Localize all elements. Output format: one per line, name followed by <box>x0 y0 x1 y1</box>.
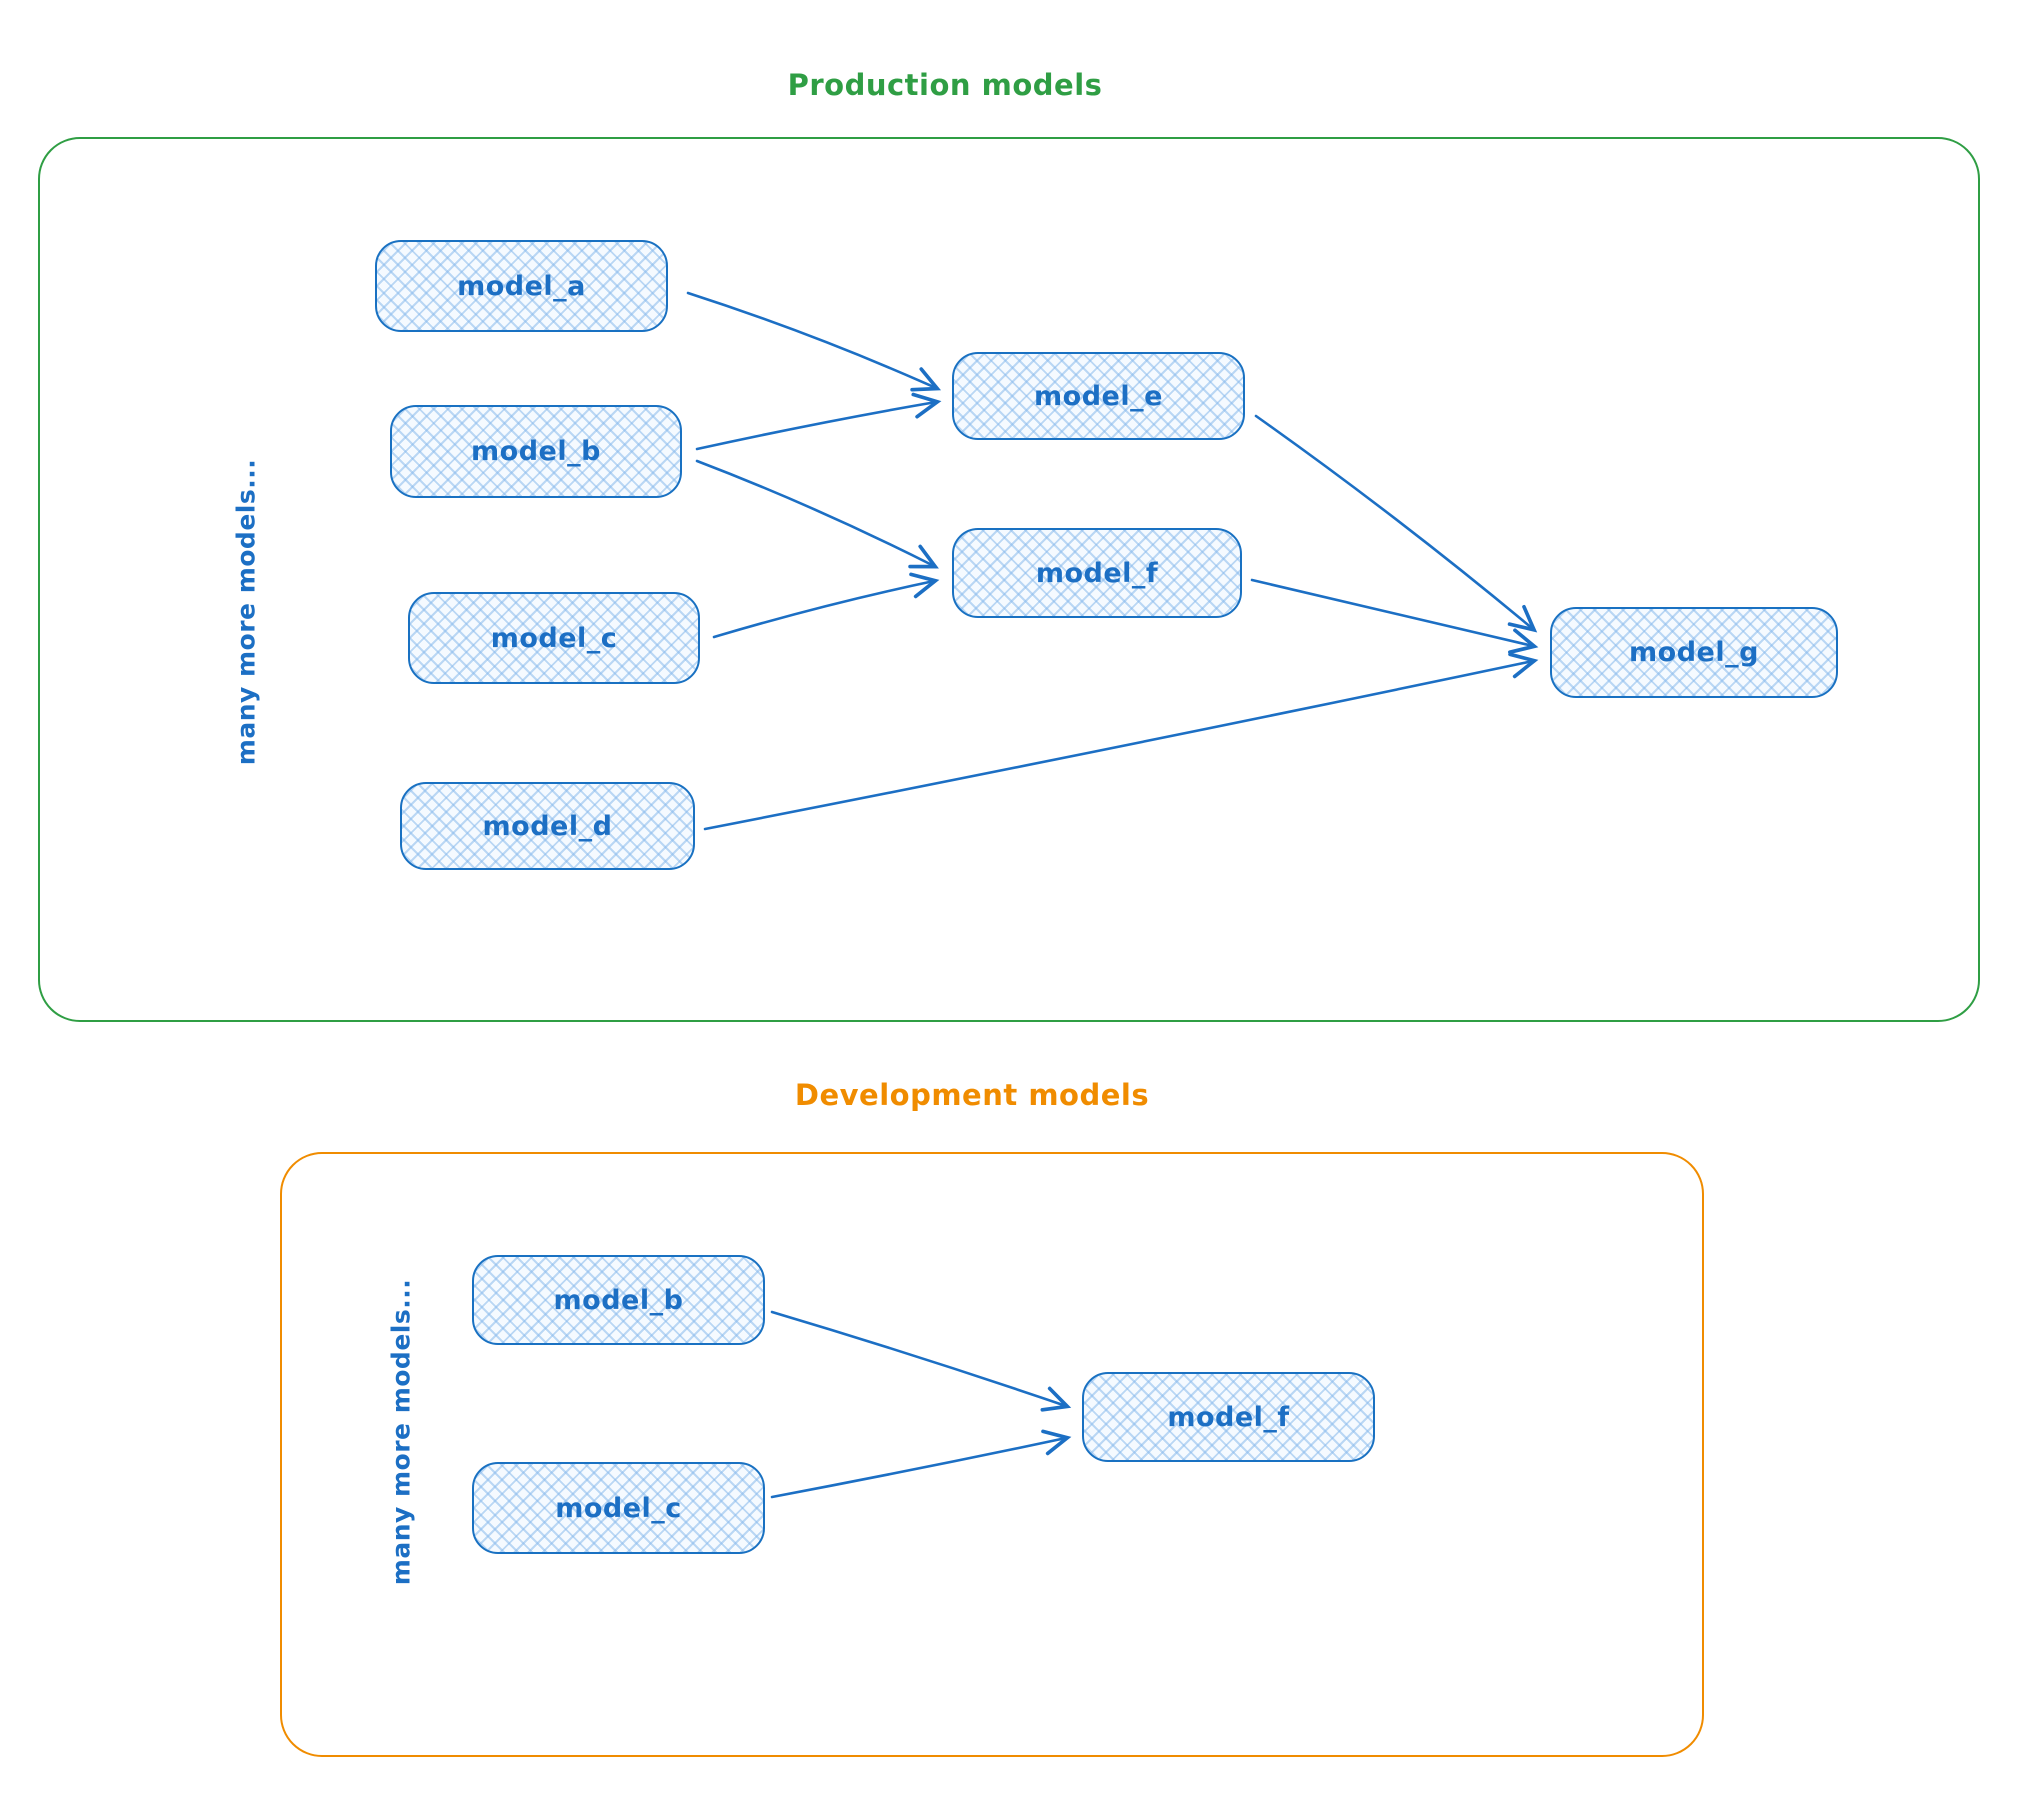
node-production-model-e: model_e <box>952 352 1245 440</box>
production-side-label: many more models... <box>231 458 261 766</box>
node-label: model_f <box>1035 557 1159 589</box>
development-side-label: many more models... <box>386 1278 416 1586</box>
node-production-model-c: model_c <box>408 592 700 684</box>
node-label: model_c <box>555 1492 682 1524</box>
node-development-model-b: model_b <box>472 1255 765 1345</box>
node-production-model-b: model_b <box>390 405 682 498</box>
node-development-model-f: model_f <box>1082 1372 1375 1462</box>
node-production-model-d: model_d <box>400 782 695 870</box>
node-development-model-c: model_c <box>472 1462 765 1554</box>
node-label: model_e <box>1034 380 1163 412</box>
development-section-title: Development models <box>794 1078 1150 1112</box>
node-production-model-g: model_g <box>1550 607 1838 698</box>
node-production-model-f: model_f <box>952 528 1242 618</box>
node-label: model_f <box>1167 1401 1290 1433</box>
node-production-model-a: model_a <box>375 240 668 332</box>
production-section-title: Production models <box>787 68 1103 102</box>
production-section-frame <box>38 137 1980 1022</box>
node-label: model_b <box>471 436 601 467</box>
node-label: model_c <box>490 622 618 654</box>
development-section-frame <box>280 1152 1704 1757</box>
node-label: model_b <box>553 1284 684 1316</box>
node-label: model_a <box>457 270 586 302</box>
node-label: model_d <box>482 810 613 842</box>
node-label: model_g <box>1629 637 1759 668</box>
